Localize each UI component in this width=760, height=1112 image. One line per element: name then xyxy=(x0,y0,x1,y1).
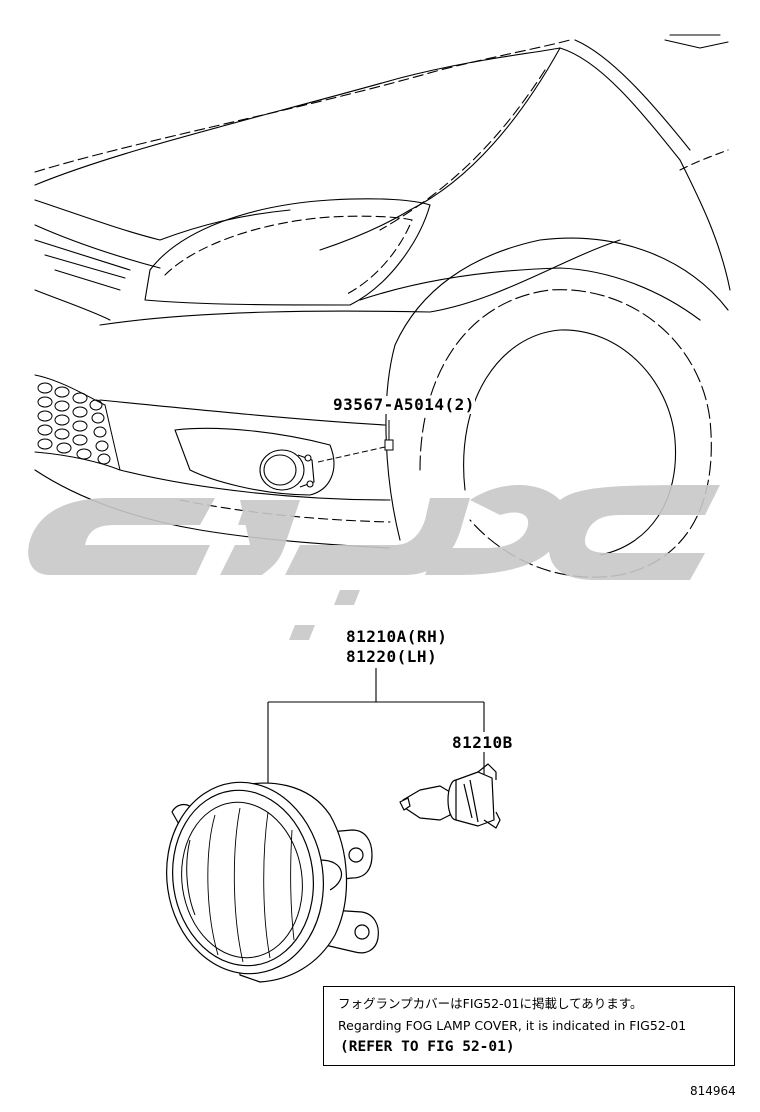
installed-fog-lamp xyxy=(259,449,315,491)
halogen-bulb xyxy=(399,763,501,829)
note-line-japanese: フォグランプカバーはFIG52-01に掲載してあります。 xyxy=(338,996,643,1011)
fog-lamp-assembly xyxy=(166,781,379,983)
note-refer-figure: (REFER TO FIG 52-01) xyxy=(340,1039,515,1055)
leader-lines xyxy=(267,668,485,788)
watermark-logo xyxy=(28,485,720,640)
screw-icon xyxy=(317,420,394,463)
grille-mesh xyxy=(34,374,121,471)
note-box: フォグランプカバーはFIG52-01に掲載してあります。 Regarding F… xyxy=(323,986,735,1066)
label-bulb-part-number: 81210B xyxy=(452,733,513,752)
label-screw-part-number: 93567-A5014(2) xyxy=(333,395,475,414)
figure-number: 814964 xyxy=(690,1084,736,1098)
label-assembly-lh: 81220(LH) xyxy=(346,647,438,666)
note-line-english: Regarding FOG LAMP COVER, it is indicate… xyxy=(338,1018,687,1033)
label-assembly-rh: 81210A(RH) xyxy=(346,627,448,646)
